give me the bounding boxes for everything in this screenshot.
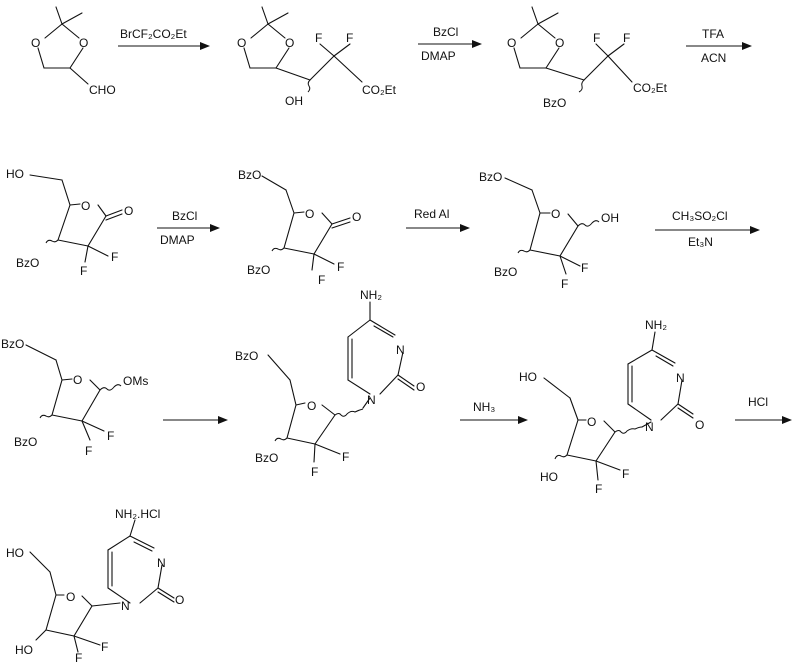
- atom-f: F: [107, 429, 114, 443]
- reagent-label: ACN: [701, 51, 726, 65]
- atom-n: N: [676, 371, 685, 385]
- atom-o: O: [237, 36, 246, 50]
- atom-f: F: [595, 482, 602, 496]
- reaction-arrow-step-2: BzCl DMAP: [418, 25, 482, 63]
- atom-f: F: [311, 465, 318, 479]
- atom-f: F: [315, 31, 322, 45]
- ester-label: CO₂Et: [633, 81, 668, 95]
- atom-o: O: [285, 36, 294, 50]
- atom-f: F: [80, 264, 87, 278]
- reagent-label: BrCF₂CO₂Et: [120, 27, 187, 41]
- amine-label: NH₂: [645, 318, 667, 332]
- atom-f: F: [561, 277, 568, 291]
- compound-6-lactol: BzO O OH BzO F F: [479, 170, 619, 291]
- atom-o: O: [81, 199, 90, 213]
- reagent-label: TFA: [702, 27, 724, 41]
- reagent-label: DMAP: [160, 233, 195, 247]
- atom-o: O: [551, 207, 560, 221]
- atom-f: F: [85, 444, 92, 458]
- hydroxyl-label: HO: [519, 370, 537, 384]
- reagent-label: CH₃SO₂Cl: [672, 209, 728, 223]
- reaction-arrow-step-7: [163, 416, 228, 424]
- atom-o: O: [79, 36, 88, 50]
- atom-f: F: [101, 640, 108, 654]
- reagent-label: NH₃: [473, 400, 495, 414]
- atom-f: F: [111, 250, 118, 264]
- benzoyloxy-label: BzO: [494, 265, 517, 279]
- aldehyde-label: CHO: [89, 83, 116, 97]
- atom-o: O: [416, 380, 425, 394]
- benzoyloxy-label: BzO: [479, 170, 502, 184]
- hydroxyl-label: HO: [6, 167, 24, 181]
- benzoyloxy-label: BzO: [255, 451, 278, 465]
- reagent-label: BzCl: [172, 209, 197, 223]
- compound-3-benzoyl-ester: O O F F BzO CO₂Et: [507, 6, 668, 110]
- atom-f: F: [75, 651, 82, 664]
- atom-n: N: [157, 556, 166, 570]
- hydroxyl-label: HO: [15, 643, 33, 657]
- compound-5-dibenzoyl-lactone: BzO O O BzO F F: [238, 168, 361, 287]
- reagent-label: DMAP: [421, 49, 456, 63]
- atom-n: N: [121, 599, 130, 613]
- hydroxyl-label: OH: [601, 211, 619, 225]
- benzoyloxy-label: BzO: [543, 96, 566, 110]
- benzoyloxy-label: BzO: [238, 168, 261, 182]
- compound-8-protected-nucleoside: NH₂ N O N BzO O BzO F F: [235, 288, 425, 479]
- reagent-label: HCl: [748, 395, 768, 409]
- benzoyloxy-label: BzO: [235, 349, 258, 363]
- atom-o: O: [555, 36, 564, 50]
- ester-label: CO₂Et: [362, 83, 397, 97]
- reaction-arrow-step-4: BzCl DMAP: [157, 209, 220, 247]
- atom-o: O: [305, 207, 314, 221]
- atom-n: N: [367, 393, 376, 407]
- mesylate-label: OMs: [123, 374, 148, 388]
- reaction-arrow-step-1: BrCF₂CO₂Et: [118, 27, 210, 50]
- benzoyloxy-label: BzO: [14, 435, 37, 449]
- amine-label: NH₂: [360, 288, 382, 302]
- atom-o: O: [66, 590, 75, 604]
- atom-f: F: [346, 31, 353, 45]
- compound-7-mesylate: BzO O OMs BzO F F: [1, 337, 148, 458]
- hydroxyl-label: HO: [540, 470, 558, 484]
- atom-n: N: [396, 343, 405, 357]
- reaction-arrow-step-8: NH₃: [460, 400, 528, 424]
- reaction-arrow-step-5: Red Al: [406, 207, 470, 232]
- compound-1-acetonide-aldehyde: O O CHO: [31, 6, 116, 97]
- compound-4-hydroxy-lactone: HO O O BzO F F: [6, 167, 133, 278]
- reaction-arrow-step-6: CH₃SO₂Cl Et₃N: [655, 209, 760, 249]
- amine-hydrochloride-label: NH₂.HCl: [115, 507, 160, 521]
- atom-f: F: [581, 261, 588, 275]
- atom-o: O: [507, 36, 516, 50]
- compound-2-difluoro-hydroxy-ester: O O F F OH CO₂Et: [237, 6, 397, 108]
- atom-o: O: [73, 373, 82, 387]
- benzoyloxy-label: BzO: [16, 256, 39, 270]
- reaction-arrow-step-9: HCl: [735, 395, 792, 424]
- atom-o: O: [352, 210, 361, 224]
- atom-f: F: [622, 467, 629, 481]
- atom-o: O: [587, 415, 596, 429]
- atom-o: O: [31, 36, 40, 50]
- atom-f: F: [593, 31, 600, 45]
- atom-f: F: [342, 450, 349, 464]
- compound-10-gemcitabine-hydrochloride: NH₂.HCl N O N HO O HO F F: [6, 507, 184, 664]
- hydroxyl-label: HO: [6, 546, 24, 560]
- atom-f: F: [318, 273, 325, 287]
- atom-o: O: [307, 399, 316, 413]
- reagent-label: Red Al: [414, 207, 449, 221]
- reaction-arrow-step-3: TFA ACN: [686, 27, 752, 65]
- benzoyloxy-label: BzO: [1, 337, 24, 351]
- atom-f: F: [623, 31, 630, 45]
- compound-9-gemcitabine: NH₂ N O N HO O HO F F: [519, 318, 704, 496]
- hydroxyl-label: OH: [285, 94, 303, 108]
- atom-o: O: [695, 418, 704, 432]
- atom-f: F: [337, 260, 344, 274]
- benzoyloxy-label: BzO: [247, 263, 270, 277]
- reagent-label: Et₃N: [688, 235, 713, 249]
- atom-o: O: [124, 204, 133, 218]
- atom-o: O: [175, 593, 184, 607]
- atom-n: N: [645, 420, 654, 434]
- reagent-label: BzCl: [433, 25, 458, 39]
